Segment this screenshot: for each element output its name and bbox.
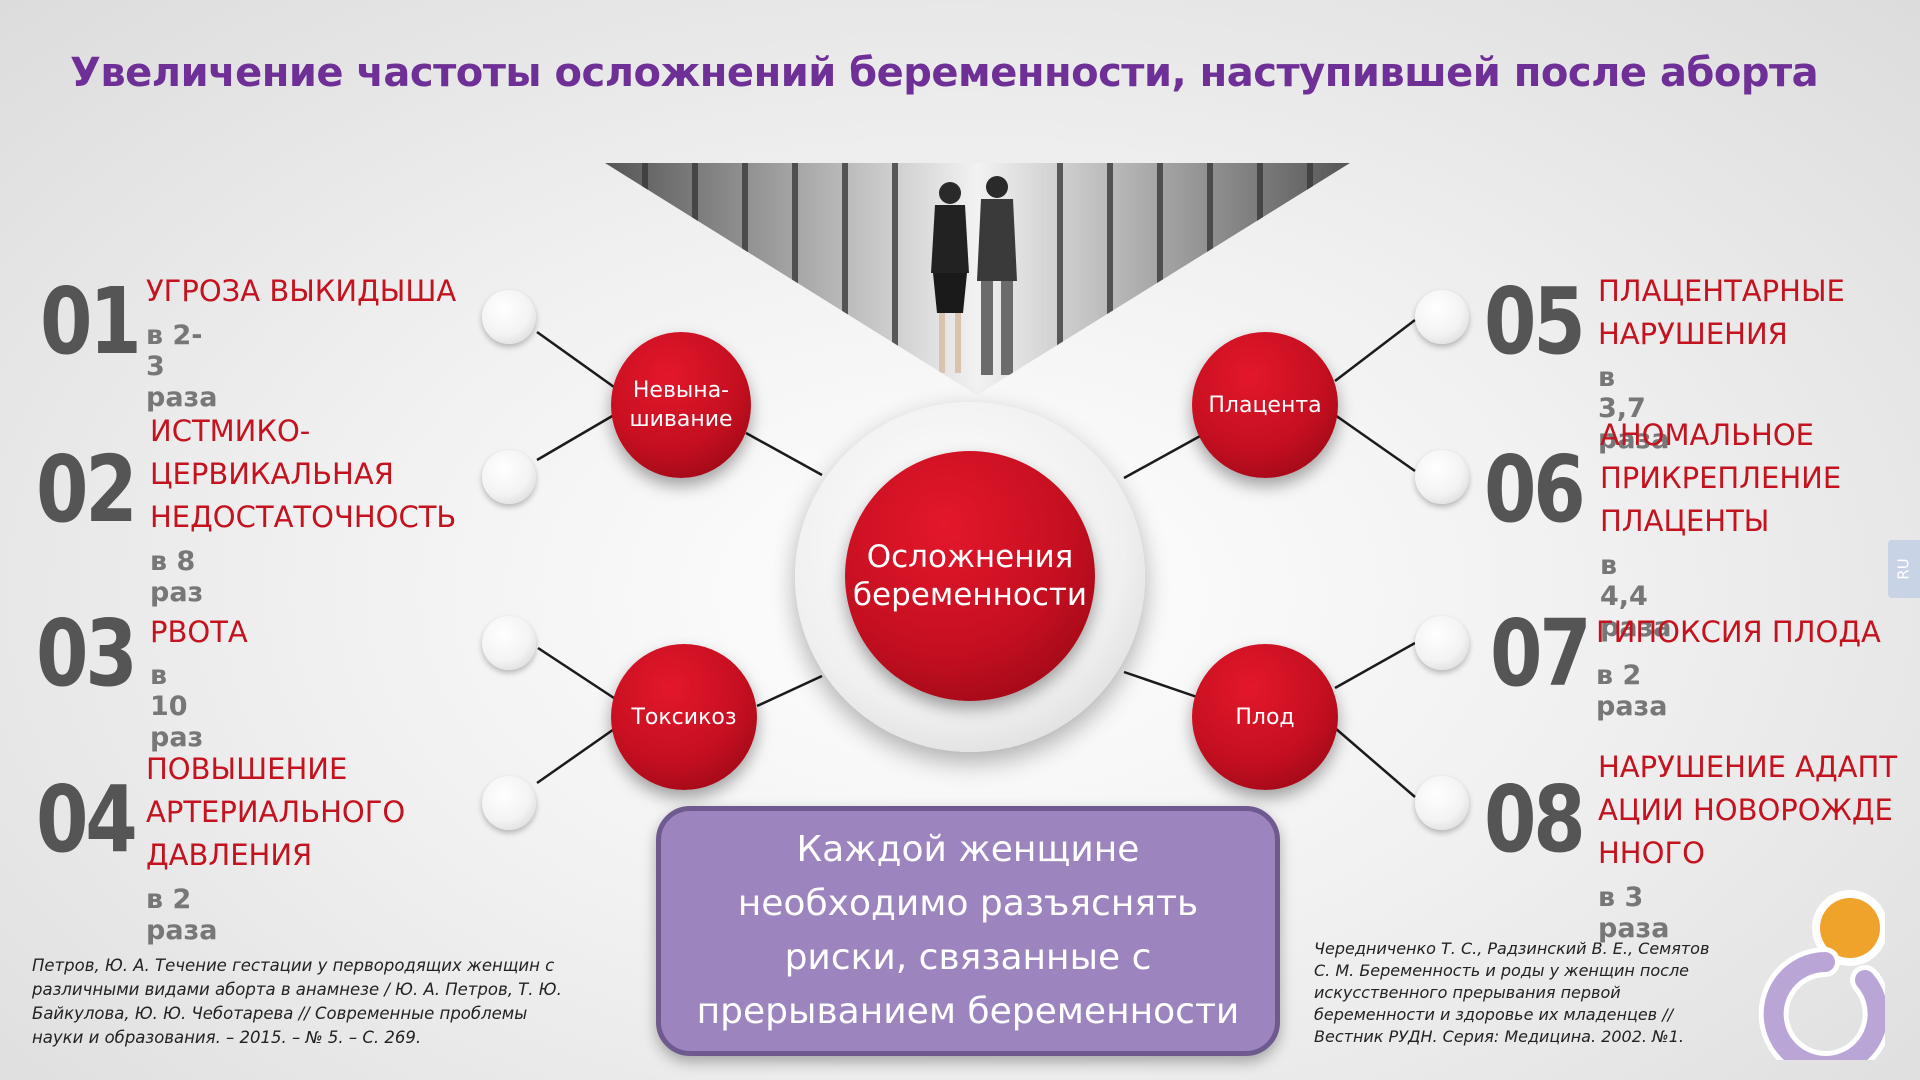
item-number: 07 xyxy=(1490,600,1592,707)
language-tab[interactable]: RU xyxy=(1888,540,1920,598)
item-factor: в 4,4 раза xyxy=(1600,550,1672,643)
item-label: ПОВЫШЕНИЕ АРТЕРИАЛЬНОГО ДАВЛЕНИЯ xyxy=(146,752,406,872)
item-factor: в 2 раза xyxy=(146,884,218,946)
node-toksikoz: Токсикоз xyxy=(611,644,757,790)
connector-knob xyxy=(1415,290,1469,344)
center-node: Осложнения беременности xyxy=(845,451,1095,701)
item-label: УГРОЗА ВЫКИДЫША xyxy=(146,274,457,308)
page-title: Увеличение частоты осложнений беременнос… xyxy=(70,50,1819,96)
item-factor: в 10 раз xyxy=(150,660,204,753)
item-label: ПЛАЦЕНТАРНЫЕ НАРУШЕНИЯ xyxy=(1598,274,1845,351)
item-number: 02 xyxy=(36,436,138,543)
item-label: НАРУШЕНИЕ АДАПТАЦИИ НОВОРОЖДЕННОГО xyxy=(1598,750,1898,870)
connector-knob xyxy=(482,450,536,504)
connector-knob xyxy=(482,616,536,670)
item-number: 01 xyxy=(40,268,142,375)
item-factor: в 3,7 раза xyxy=(1598,362,1670,455)
item-number: 03 xyxy=(36,600,138,707)
connector-knob xyxy=(1415,616,1469,670)
reference-left: Петров, Ю. А. Течение гестации у перворо… xyxy=(32,956,562,1047)
connector-knob xyxy=(482,776,536,830)
connector-knob xyxy=(1415,450,1469,504)
item-number: 06 xyxy=(1484,436,1586,543)
node-plod: Плод xyxy=(1192,644,1338,790)
item-factor: в 2 раза xyxy=(1596,660,1668,722)
item-factor: в 8 раз xyxy=(150,546,204,608)
item-label: АНОМАЛЬНОЕ ПРИКРЕПЛЕНИЕ ПЛАЦЕНТЫ xyxy=(1600,418,1842,538)
logo-figure xyxy=(1758,890,1885,1060)
item-number: 04 xyxy=(36,766,138,873)
connector-knob xyxy=(1415,776,1469,830)
item-factor: в 3 раза xyxy=(1598,882,1670,944)
item-number: 08 xyxy=(1484,766,1586,873)
item-label: ГИПОКСИЯ ПЛОДА xyxy=(1596,615,1881,649)
callout-box: Каждой женщине необходимо разъяснять рис… xyxy=(656,806,1280,1056)
item-label: РВОТА xyxy=(150,615,248,649)
node-placenta: Плацента xyxy=(1192,332,1338,478)
item-label: ИСТМИКО-ЦЕРВИКАЛЬНАЯ НЕДОСТАТОЧНОСТЬ xyxy=(150,414,457,534)
item-number: 05 xyxy=(1484,268,1586,375)
item-factor: в 2-3 раза xyxy=(146,320,218,413)
node-nevynashivanie: Невына-шивание xyxy=(611,332,751,478)
connector-knob xyxy=(482,290,536,344)
reference-right: Чередниченко Т. С., Радзинский В. Е., Се… xyxy=(1314,939,1710,1046)
